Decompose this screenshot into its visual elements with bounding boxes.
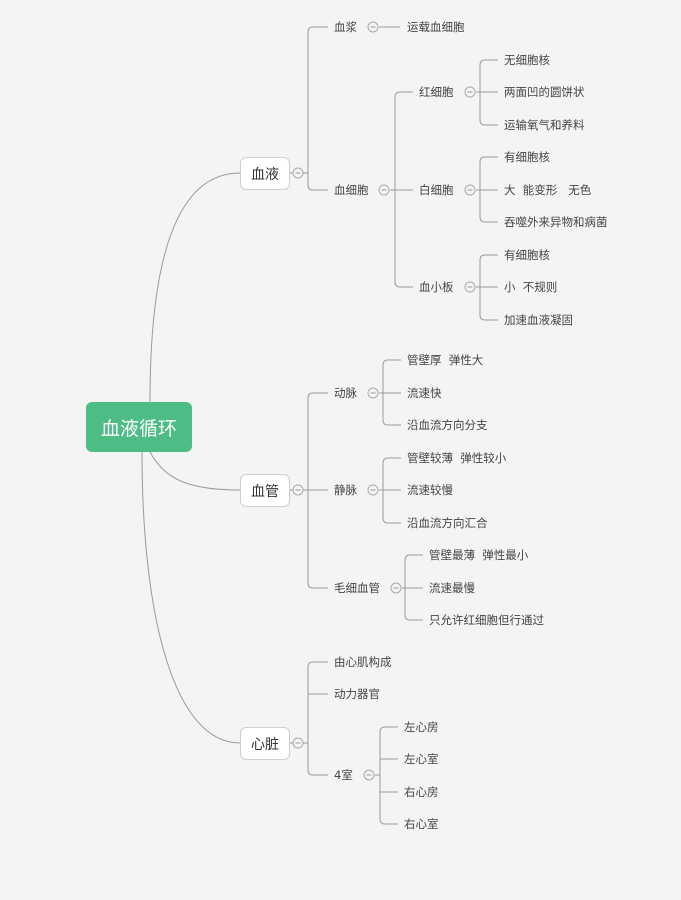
connector — [382, 359, 401, 366]
leaf-topic[interactable]: 管壁较薄 弹性较小 — [407, 451, 507, 465]
connector — [394, 91, 413, 98]
connector — [307, 769, 328, 776]
leaf-topic[interactable]: 沿血流方向汇合 — [407, 516, 488, 530]
leaf-topic[interactable]: 吞噬外来异物和病菌 — [504, 215, 608, 229]
collapse-toggle-icon[interactable] — [367, 387, 379, 399]
connector — [394, 281, 413, 288]
leaf-topic[interactable]: 只允许红细胞但行通过 — [429, 613, 544, 627]
connector — [479, 156, 498, 163]
connector — [307, 184, 328, 191]
connector — [307, 392, 328, 399]
leaf-topic[interactable]: 右心房 — [404, 785, 439, 799]
subtopic[interactable]: 血小板 — [419, 280, 454, 294]
collapse-toggle-icon[interactable] — [378, 184, 390, 196]
leaf-topic[interactable]: 右心室 — [404, 817, 439, 831]
collapse-toggle-icon[interactable] — [292, 167, 304, 179]
root-connector — [149, 451, 241, 491]
main-topic[interactable]: 血管 — [240, 474, 290, 507]
root-connector — [141, 451, 241, 744]
connector — [382, 517, 401, 524]
leaf-topic[interactable]: 大 能变形 无色 — [504, 183, 592, 197]
subtopic[interactable]: 动脉 — [334, 386, 357, 400]
subtopic[interactable]: 动力器官 — [334, 687, 380, 701]
subtopic[interactable]: 4室 — [334, 768, 353, 782]
connector — [379, 818, 398, 825]
leaf-topic[interactable]: 沿血流方向分支 — [407, 418, 488, 432]
leaf-topic[interactable]: 流速最慢 — [429, 581, 475, 595]
subtopic[interactable]: 白细胞 — [419, 183, 454, 197]
leaf-topic[interactable]: 左心室 — [404, 752, 439, 766]
leaf-topic[interactable]: 管壁最薄 弹性最小 — [429, 548, 529, 562]
leaf-topic[interactable]: 流速快 — [407, 386, 442, 400]
connector — [307, 26, 328, 33]
connector — [382, 419, 401, 426]
central-topic[interactable]: 血液循环 — [86, 402, 192, 452]
leaf-topic[interactable]: 无细胞核 — [504, 53, 550, 67]
collapse-toggle-icon[interactable] — [464, 281, 476, 293]
subtopic[interactable]: 毛细血管 — [334, 581, 380, 595]
subtopic[interactable]: 血细胞 — [334, 183, 369, 197]
connector — [479, 216, 498, 223]
connector — [479, 119, 498, 126]
collapse-toggle-icon[interactable] — [292, 737, 304, 749]
leaf-topic[interactable]: 流速较慢 — [407, 483, 453, 497]
main-topic[interactable]: 血液 — [240, 157, 290, 190]
collapse-toggle-icon[interactable] — [464, 86, 476, 98]
collapse-toggle-icon[interactable] — [464, 184, 476, 196]
leaf-topic[interactable]: 左心房 — [404, 720, 439, 734]
subtopic[interactable]: 红细胞 — [419, 85, 454, 99]
leaf-topic[interactable]: 运输氧气和养料 — [504, 118, 585, 132]
collapse-toggle-icon[interactable] — [292, 484, 304, 496]
connector — [307, 582, 328, 589]
connector — [307, 661, 328, 668]
connector — [404, 614, 423, 621]
collapse-toggle-icon[interactable] — [367, 484, 379, 496]
leaf-topic[interactable]: 有细胞核 — [504, 150, 550, 164]
connector — [404, 554, 423, 561]
subtopic[interactable]: 血浆 — [334, 20, 357, 34]
connector — [479, 59, 498, 66]
main-topic[interactable]: 心脏 — [240, 727, 290, 760]
subtopic[interactable]: 由心肌构成 — [334, 655, 392, 669]
collapse-toggle-icon[interactable] — [367, 21, 379, 33]
connector — [382, 457, 401, 464]
collapse-toggle-icon[interactable] — [390, 582, 402, 594]
connector — [479, 254, 498, 261]
connector — [379, 726, 398, 733]
leaf-topic[interactable]: 加速血液凝固 — [504, 313, 573, 327]
root-connector — [149, 172, 241, 403]
leaf-topic[interactable]: 两面凹的圆饼状 — [504, 85, 585, 99]
leaf-topic[interactable]: 有细胞核 — [504, 248, 550, 262]
leaf-topic[interactable]: 小 不规则 — [504, 280, 558, 294]
connector — [479, 314, 498, 321]
subtopic[interactable]: 静脉 — [334, 483, 357, 497]
leaf-topic[interactable]: 运载血细胞 — [407, 20, 465, 34]
leaf-topic[interactable]: 管壁厚 弹性大 — [407, 353, 484, 367]
collapse-toggle-icon[interactable] — [363, 769, 375, 781]
